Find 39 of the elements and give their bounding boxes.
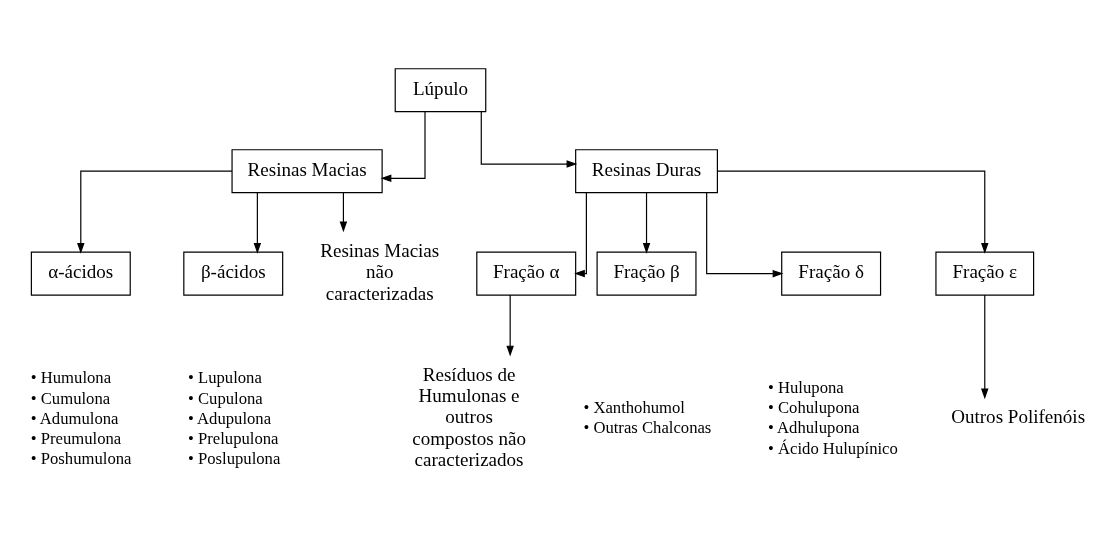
node-label: • Preumulona bbox=[30, 429, 122, 449]
node-label: • Lupulona bbox=[187, 368, 262, 388]
node-label: • Adhulupona bbox=[768, 418, 860, 438]
node-label: • Humulona bbox=[30, 368, 112, 388]
node-label: • Cohulupona bbox=[768, 398, 860, 418]
node-box: β-ácidos bbox=[183, 251, 284, 296]
arrow bbox=[480, 111, 578, 168]
node-box: α-ácidos bbox=[30, 251, 131, 296]
node-box: Lúpulo bbox=[394, 68, 487, 113]
arrow bbox=[339, 192, 348, 233]
arrow bbox=[642, 192, 651, 254]
node-label: • Poshumulona bbox=[30, 449, 132, 469]
node-box: Fração β bbox=[596, 251, 697, 296]
node-box: Resinas Macias bbox=[231, 149, 383, 194]
arrow bbox=[574, 192, 587, 278]
arrow bbox=[981, 294, 989, 400]
arrow bbox=[77, 170, 233, 254]
node-label: • Adupulona bbox=[187, 408, 272, 428]
node-text: Outros Polifenóis bbox=[951, 406, 1086, 428]
arrow bbox=[506, 294, 514, 357]
node-box: Fração δ bbox=[781, 251, 882, 296]
node-label: • Prelupulona bbox=[187, 429, 279, 449]
node-label: • Xanthohumol bbox=[583, 398, 686, 418]
node-text: Resíduos de Humulonas e outros compostos não caracterizados bbox=[412, 363, 526, 471]
node-label: • Cupulona bbox=[187, 388, 263, 408]
node-label: • Outras Chalconas bbox=[583, 418, 712, 438]
node-text: Resinas Macias não caracterizadas bbox=[320, 239, 440, 304]
node-box: Resinas Duras bbox=[575, 149, 718, 194]
arrow bbox=[380, 111, 426, 183]
node-label: • Cumulona bbox=[30, 388, 111, 408]
arrow bbox=[716, 170, 989, 254]
node-label: • Hulupona bbox=[768, 377, 844, 397]
node-label: • Adumulona bbox=[30, 408, 119, 428]
arrow bbox=[706, 192, 784, 278]
node-box: Fração ε bbox=[935, 251, 1035, 296]
node-label: • Poslupulona bbox=[187, 449, 281, 469]
node-box: Fração α bbox=[476, 251, 577, 296]
node-label: • Ácido Hulupínico bbox=[768, 438, 898, 458]
arrow bbox=[253, 192, 262, 254]
